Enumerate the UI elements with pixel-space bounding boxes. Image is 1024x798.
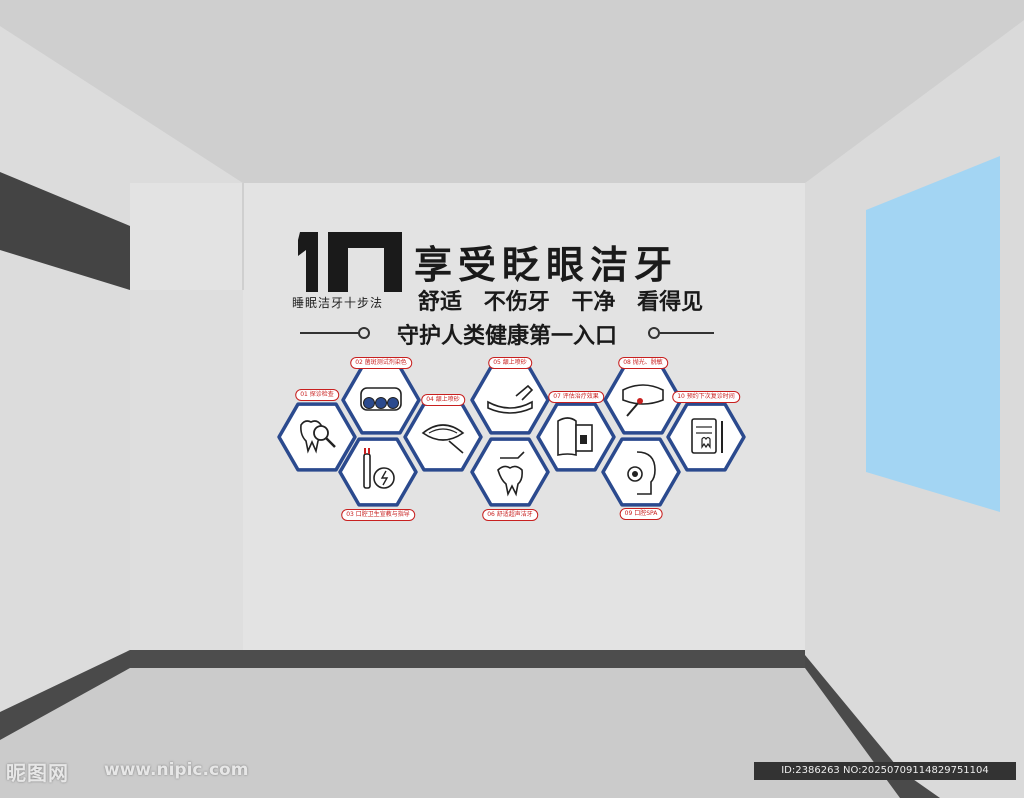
step-hexagon-7: [536, 402, 616, 472]
site-logo: 昵图网: [6, 761, 69, 785]
hexagon-frame: [403, 402, 483, 472]
step-hexagon-5: [470, 365, 550, 435]
step-hexagon-6: [470, 437, 550, 507]
floor: [0, 668, 900, 798]
polishing-icon: [622, 384, 664, 417]
tagline-item: 舒适: [418, 290, 463, 315]
divider-line: [300, 332, 360, 334]
divider-dot: [358, 327, 370, 339]
stained-teeth-icon: [360, 387, 402, 411]
ultrasonic-scaler-icon: [497, 451, 525, 497]
motto-text: 守护人类健康第一入口: [396, 324, 617, 349]
step-label-05: 05 龈上喷砂: [488, 357, 532, 369]
step-hexagon-3: [338, 437, 418, 507]
left-wall-dark-band: [0, 172, 130, 290]
hexagon-frame: [603, 365, 683, 435]
step-hexagon-9: [601, 437, 681, 507]
toothbrush-icon: [363, 448, 395, 489]
motto-row: 守护人类健康第一入口: [300, 318, 714, 349]
step-label-06: 06 舒适超声洁牙: [482, 509, 538, 521]
image-id-badge: ID:2386263 NO:20250709114829751104: [754, 762, 1016, 780]
step-hexagon-2: [341, 365, 421, 435]
divider-line: [660, 332, 714, 334]
main-title: 享受眨眼洁牙: [414, 243, 679, 287]
evaluation-icon: [557, 417, 593, 457]
clipboard-icon: [691, 418, 723, 454]
step-label-04: 04 龈上喷砂: [421, 394, 465, 406]
step-label-03: 03 口腔卫生宣教与指导: [341, 509, 415, 521]
step-hexagon-8: [603, 365, 683, 435]
step-hexagon-4: [403, 402, 483, 472]
step-label-01: 01 探诊检查: [295, 389, 339, 401]
tagline-item: 看得见: [637, 290, 704, 315]
step-hexagon-10: [666, 402, 746, 472]
site-url[interactable]: www.nipic.com: [104, 760, 249, 780]
window: [866, 156, 1000, 512]
hexagon-frame: [470, 365, 550, 435]
step-label-07: 07 评估治疗效果: [548, 391, 604, 403]
magnifier-tooth-icon: [300, 420, 336, 454]
big-number-logo: [298, 232, 402, 292]
step-label-08: 08 抛光、脱敏: [618, 357, 668, 369]
hexagon-frame: [666, 402, 746, 472]
step-label-09: 09 口腔SPA: [619, 508, 663, 520]
face-spa-icon: [627, 451, 656, 495]
hexagon-frame: [470, 437, 550, 507]
back-wall-left-part: [130, 290, 243, 655]
step-label-02: 02 菌斑测试剂染色: [350, 357, 412, 369]
tagline-item: 不伤牙: [483, 290, 550, 315]
sandblast-arch-icon: [487, 384, 534, 414]
tagline-item: 干净: [571, 290, 616, 315]
ceiling: [0, 0, 1024, 183]
baseboard: [130, 650, 805, 668]
step-hexagon-1: [277, 402, 357, 472]
tagline-row: 舒适 不伤牙 干净 看得见: [418, 284, 717, 316]
hexagon-frame: [338, 437, 418, 507]
brand-subtitle: 睡眠洁牙十步法: [292, 296, 384, 310]
step-label-10: 10 预约下次复诊时间: [672, 391, 740, 403]
divider-dot: [648, 327, 660, 339]
dental-arch-icon: [421, 424, 465, 454]
hexagon-cluster: [277, 365, 746, 507]
